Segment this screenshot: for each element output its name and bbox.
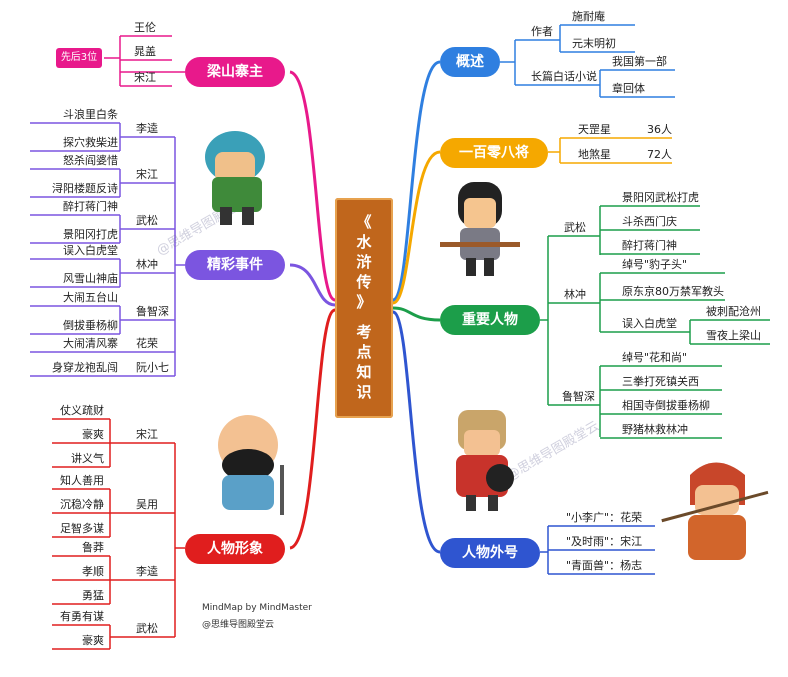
central-topic-char: 《 <box>356 213 372 231</box>
nicknames-leaf: "小李广"：花荣 <box>566 511 643 524</box>
characters-wusong: 武松 <box>564 221 586 234</box>
central-topic-char: 浒 <box>356 253 372 271</box>
central-topic-char: 考 <box>356 323 372 341</box>
branch-line <box>289 308 336 550</box>
events-leaf: 景阳冈打虎 <box>63 228 118 241</box>
characters-linchong-sub: 雪夜上梁山 <box>706 329 761 342</box>
events-leaf: 身穿龙袍乱闯 <box>52 361 118 374</box>
image-group-0: 宋江 <box>136 428 158 441</box>
central-topic-char: 传 <box>356 273 372 291</box>
events-leaf: 大闹五台山 <box>63 291 118 304</box>
songjiang-figure-illustration <box>456 410 514 511</box>
image-leaf: 足智多谋 <box>60 522 104 535</box>
characters-luzhishen: 鲁智深 <box>562 390 595 403</box>
image-leaf: 仗义疏财 <box>60 404 104 417</box>
credit-line-2: @思维导图殿堂云 <box>202 620 275 630</box>
events-leaf: 大闹清风寨 <box>63 337 118 350</box>
image-leaf: 讲义气 <box>71 452 104 465</box>
hub-heroes: 一百零八将 <box>440 138 548 168</box>
events-leaf: 浔阳楼题反诗 <box>52 182 118 195</box>
image-leaf: 知人善用 <box>60 474 104 487</box>
image-leaf: 沉稳冷静 <box>60 498 104 511</box>
overview-group-1: 长篇白话小说 <box>531 70 597 83</box>
liangshan-leaf: 宋江 <box>134 71 156 84</box>
overview-leaf: 我国第一部 <box>612 55 667 68</box>
nicknames-leaf: "青面兽"：杨志 <box>566 559 643 572</box>
central-topic-char: 点 <box>356 343 372 361</box>
liangshan-leaf: 晁盖 <box>134 45 156 58</box>
image-group-3: 武松 <box>136 622 158 635</box>
central-topic-char: 》 <box>356 293 372 311</box>
branch-line <box>289 263 336 307</box>
credit-line-1: MindMap by MindMaster <box>202 603 312 613</box>
branch-line <box>392 310 441 554</box>
central-topic-char: 知 <box>356 363 372 381</box>
image-leaf: 孝顺 <box>82 565 104 578</box>
central-topic: 《水浒传》考点知识 <box>335 198 393 418</box>
events-group-1: 宋江 <box>136 168 158 181</box>
huarong-figure-illustration <box>661 462 769 560</box>
likui-figure-illustration <box>205 131 265 225</box>
heroes-count: 36人 <box>647 123 672 136</box>
branch-line <box>392 306 441 322</box>
liangshan-count-tag: 先后3位 <box>56 48 102 68</box>
nicknames-leaf: "及时雨"：宋江 <box>566 535 643 548</box>
heroes-name: 天罡星 <box>578 123 611 136</box>
hub-characters: 重要人物 <box>440 305 540 335</box>
events-group-3: 林冲 <box>136 258 158 271</box>
wusong-figure-illustration <box>440 182 520 276</box>
hub-overview: 概述 <box>440 47 500 77</box>
events-leaf: 斗浪里白条 <box>63 108 118 121</box>
events-leaf: 风雪山神庙 <box>63 272 118 285</box>
image-leaf: 鲁莽 <box>82 541 104 554</box>
events-group-0: 李逵 <box>136 122 158 135</box>
heroes-name: 地煞星 <box>578 148 611 161</box>
characters-linchong-leaf: 误入白虎堂 <box>622 317 677 330</box>
central-topic-char: 水 <box>356 233 372 251</box>
image-leaf: 勇猛 <box>82 589 104 602</box>
branch-line <box>392 60 441 302</box>
events-group-4: 鲁智深 <box>136 305 169 318</box>
characters-luzhishen-leaf: 三拳打死镇关西 <box>622 375 699 388</box>
events-leaf: 误入白虎堂 <box>63 244 118 257</box>
characters-luzhishen-leaf: 绰号"花和尚" <box>622 351 688 364</box>
events-leaf: 醉打蒋门神 <box>63 200 118 213</box>
image-leaf: 豪爽 <box>82 634 104 647</box>
image-leaf: 有勇有谋 <box>60 610 104 623</box>
hub-events: 精彩事件 <box>185 250 285 280</box>
characters-wusong-leaf: 斗杀西门庆 <box>622 215 677 228</box>
characters-luzhishen-leaf: 野猪林救林冲 <box>622 423 688 436</box>
image-group-1: 吴用 <box>136 498 158 511</box>
image-group-2: 李逵 <box>136 565 158 578</box>
liangshan-leaf: 王伦 <box>134 21 156 34</box>
characters-linchong-leaf: 绰号"豹子头" <box>622 258 688 271</box>
heroes-count: 72人 <box>647 148 672 161</box>
events-leaf: 探穴救柴进 <box>63 136 118 149</box>
overview-leaf: 施耐庵 <box>572 10 605 23</box>
events-group-6: 阮小七 <box>136 361 169 374</box>
branch-line <box>289 70 336 302</box>
central-topic-char: 识 <box>356 383 372 401</box>
characters-wusong-leaf: 景阳冈武松打虎 <box>622 191 699 204</box>
characters-linchong-leaf: 原东京80万禁军教头 <box>622 285 724 298</box>
image-leaf: 豪爽 <box>82 428 104 441</box>
characters-linchong: 林冲 <box>564 288 586 301</box>
overview-leaf: 元末明初 <box>572 37 616 50</box>
events-leaf: 倒拔垂杨柳 <box>63 319 118 332</box>
branch-line <box>392 150 441 305</box>
overview-group-0: 作者 <box>531 25 553 38</box>
luzhishen-figure-illustration <box>218 415 284 515</box>
events-group-5: 花荣 <box>136 337 158 350</box>
hub-nicknames: 人物外号 <box>440 538 540 568</box>
overview-leaf: 章回体 <box>612 82 645 95</box>
events-leaf: 怒杀阎婆惜 <box>63 154 118 167</box>
hub-liangshan: 梁山寨主 <box>185 57 285 87</box>
characters-wusong-leaf: 醉打蒋门神 <box>622 239 677 252</box>
events-group-2: 武松 <box>136 214 158 227</box>
characters-linchong-sub: 被刺配沧州 <box>706 305 761 318</box>
hub-image: 人物形象 <box>185 534 285 564</box>
characters-luzhishen-leaf: 相国寺倒拔垂杨柳 <box>622 399 710 412</box>
